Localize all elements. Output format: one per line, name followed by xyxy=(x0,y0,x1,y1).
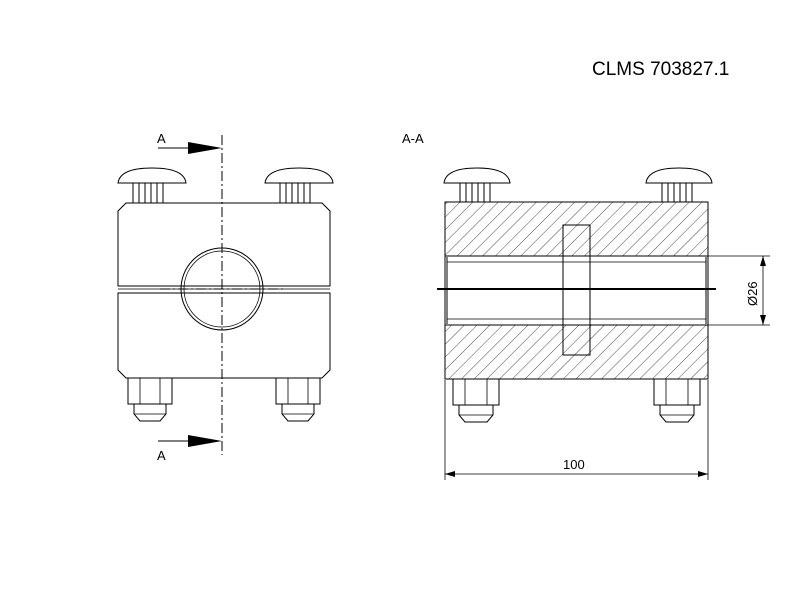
bolt-head-left xyxy=(117,167,187,204)
section-view: A-A xyxy=(402,131,770,480)
diameter-label: Ø26 xyxy=(745,281,760,306)
bolt-head-right xyxy=(264,167,334,204)
clamp-body-upper xyxy=(117,202,331,287)
section-bolt-head-left xyxy=(443,167,511,203)
nut-left xyxy=(127,377,173,422)
section-pin xyxy=(562,224,591,356)
section-mark-top: A xyxy=(157,131,166,146)
nut-right xyxy=(275,377,321,422)
section-arrow-top: A xyxy=(157,131,222,154)
section-nut-left xyxy=(452,378,500,423)
section-nut-right xyxy=(653,378,701,423)
section-arrow-bottom: A xyxy=(157,435,222,463)
clamp-body-lower xyxy=(117,292,331,379)
dimension-diameter: Ø26 xyxy=(708,255,770,326)
section-bolt-head-right xyxy=(645,167,713,203)
section-body-outline xyxy=(444,201,709,380)
section-label: A-A xyxy=(402,131,424,146)
front-view: A A xyxy=(117,131,334,463)
section-mark-bottom: A xyxy=(157,448,166,463)
dimension-length: 100 xyxy=(444,380,709,480)
part-number: CLMS 703827.1 xyxy=(592,59,729,80)
length-label: 100 xyxy=(563,457,585,472)
